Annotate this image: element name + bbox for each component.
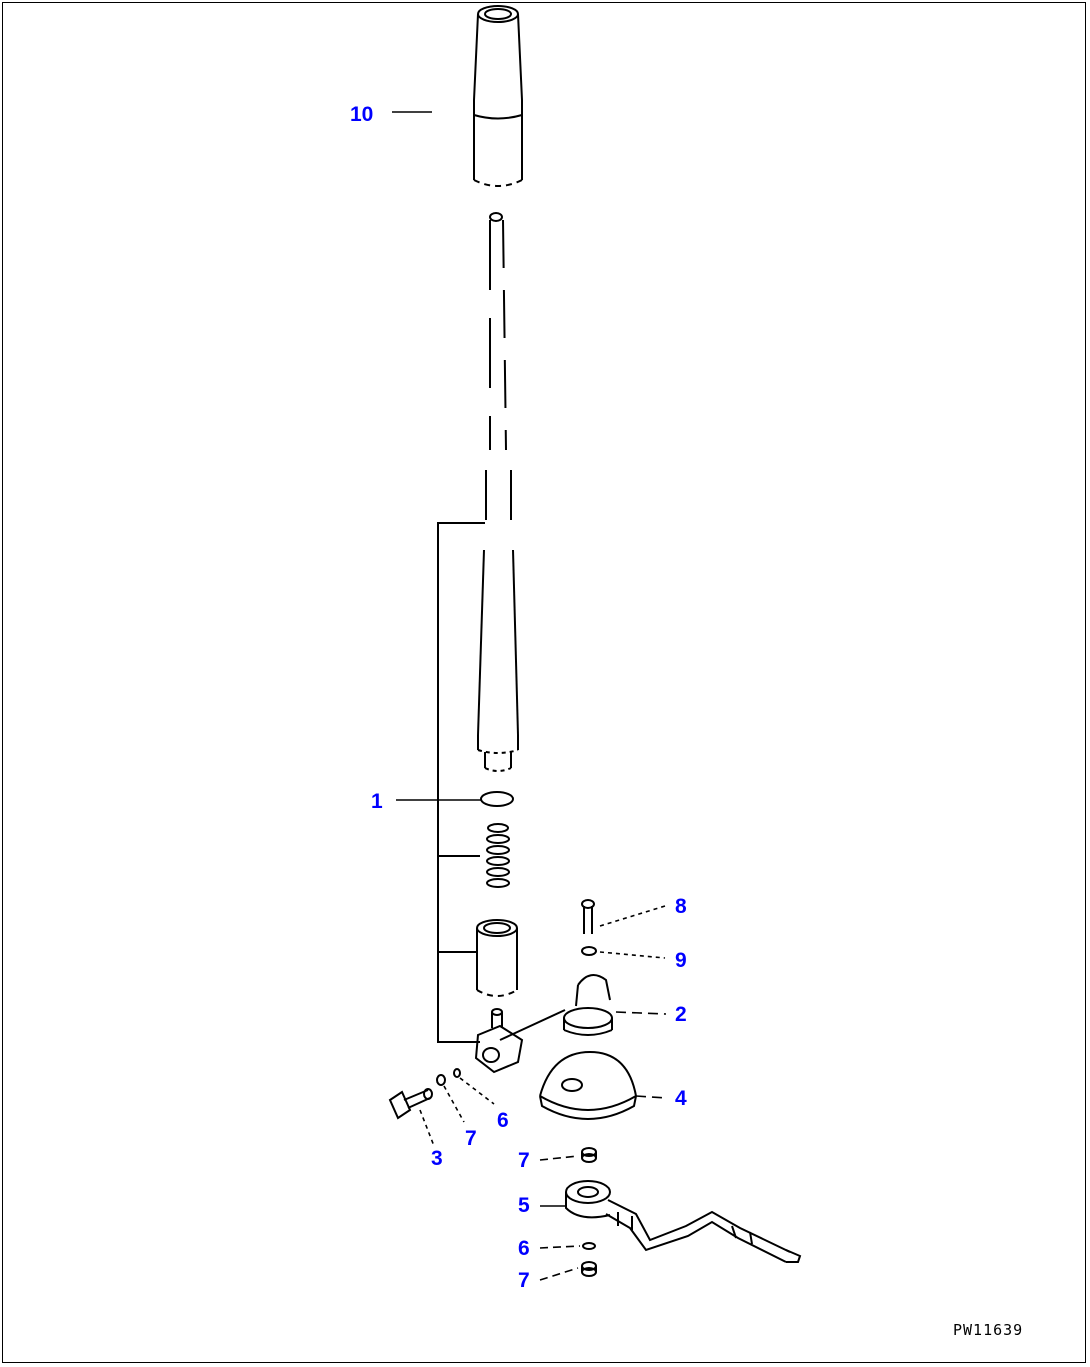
callout-7: 7 (465, 1127, 477, 1150)
part-1-lever-rod (477, 212, 519, 772)
part-7-nut-a (436, 1074, 446, 1086)
callout-4: 4 (675, 1087, 687, 1110)
part-3-bolt (388, 1088, 433, 1120)
part-6-washer-a (453, 1068, 461, 1078)
part-6-washer-b (582, 1242, 596, 1250)
part-2-bracket (563, 974, 613, 1036)
part-9-washer (581, 946, 597, 956)
part-5-lever-arm (565, 1180, 802, 1263)
callout-6: 6 (518, 1237, 530, 1260)
callout-1: 1 (371, 790, 383, 813)
callout-9: 9 (675, 949, 687, 972)
callout-5: 5 (518, 1194, 530, 1217)
part-7-nut-b (581, 1147, 597, 1163)
part-8-bolt (581, 899, 595, 934)
callout-3: 3 (431, 1147, 443, 1170)
part-7-nut-c (581, 1261, 597, 1277)
part-1-o-ring (480, 791, 514, 807)
callout-6: 6 (497, 1109, 509, 1132)
part-1-sleeve (476, 919, 518, 997)
callout-8: 8 (675, 895, 687, 918)
callout-7: 7 (518, 1149, 530, 1172)
callout-2: 2 (675, 1003, 687, 1026)
part-4-cover (539, 1050, 637, 1120)
part-1-spring (486, 823, 510, 888)
part-1-clevis (474, 1008, 566, 1074)
part-10-knob (473, 5, 523, 187)
leader-lines (392, 111, 667, 1281)
callout-7: 7 (518, 1269, 530, 1292)
figure-code: PW11639 (953, 1321, 1024, 1339)
callout-10: 10 (350, 103, 374, 126)
part-1-bracket (437, 522, 485, 1043)
